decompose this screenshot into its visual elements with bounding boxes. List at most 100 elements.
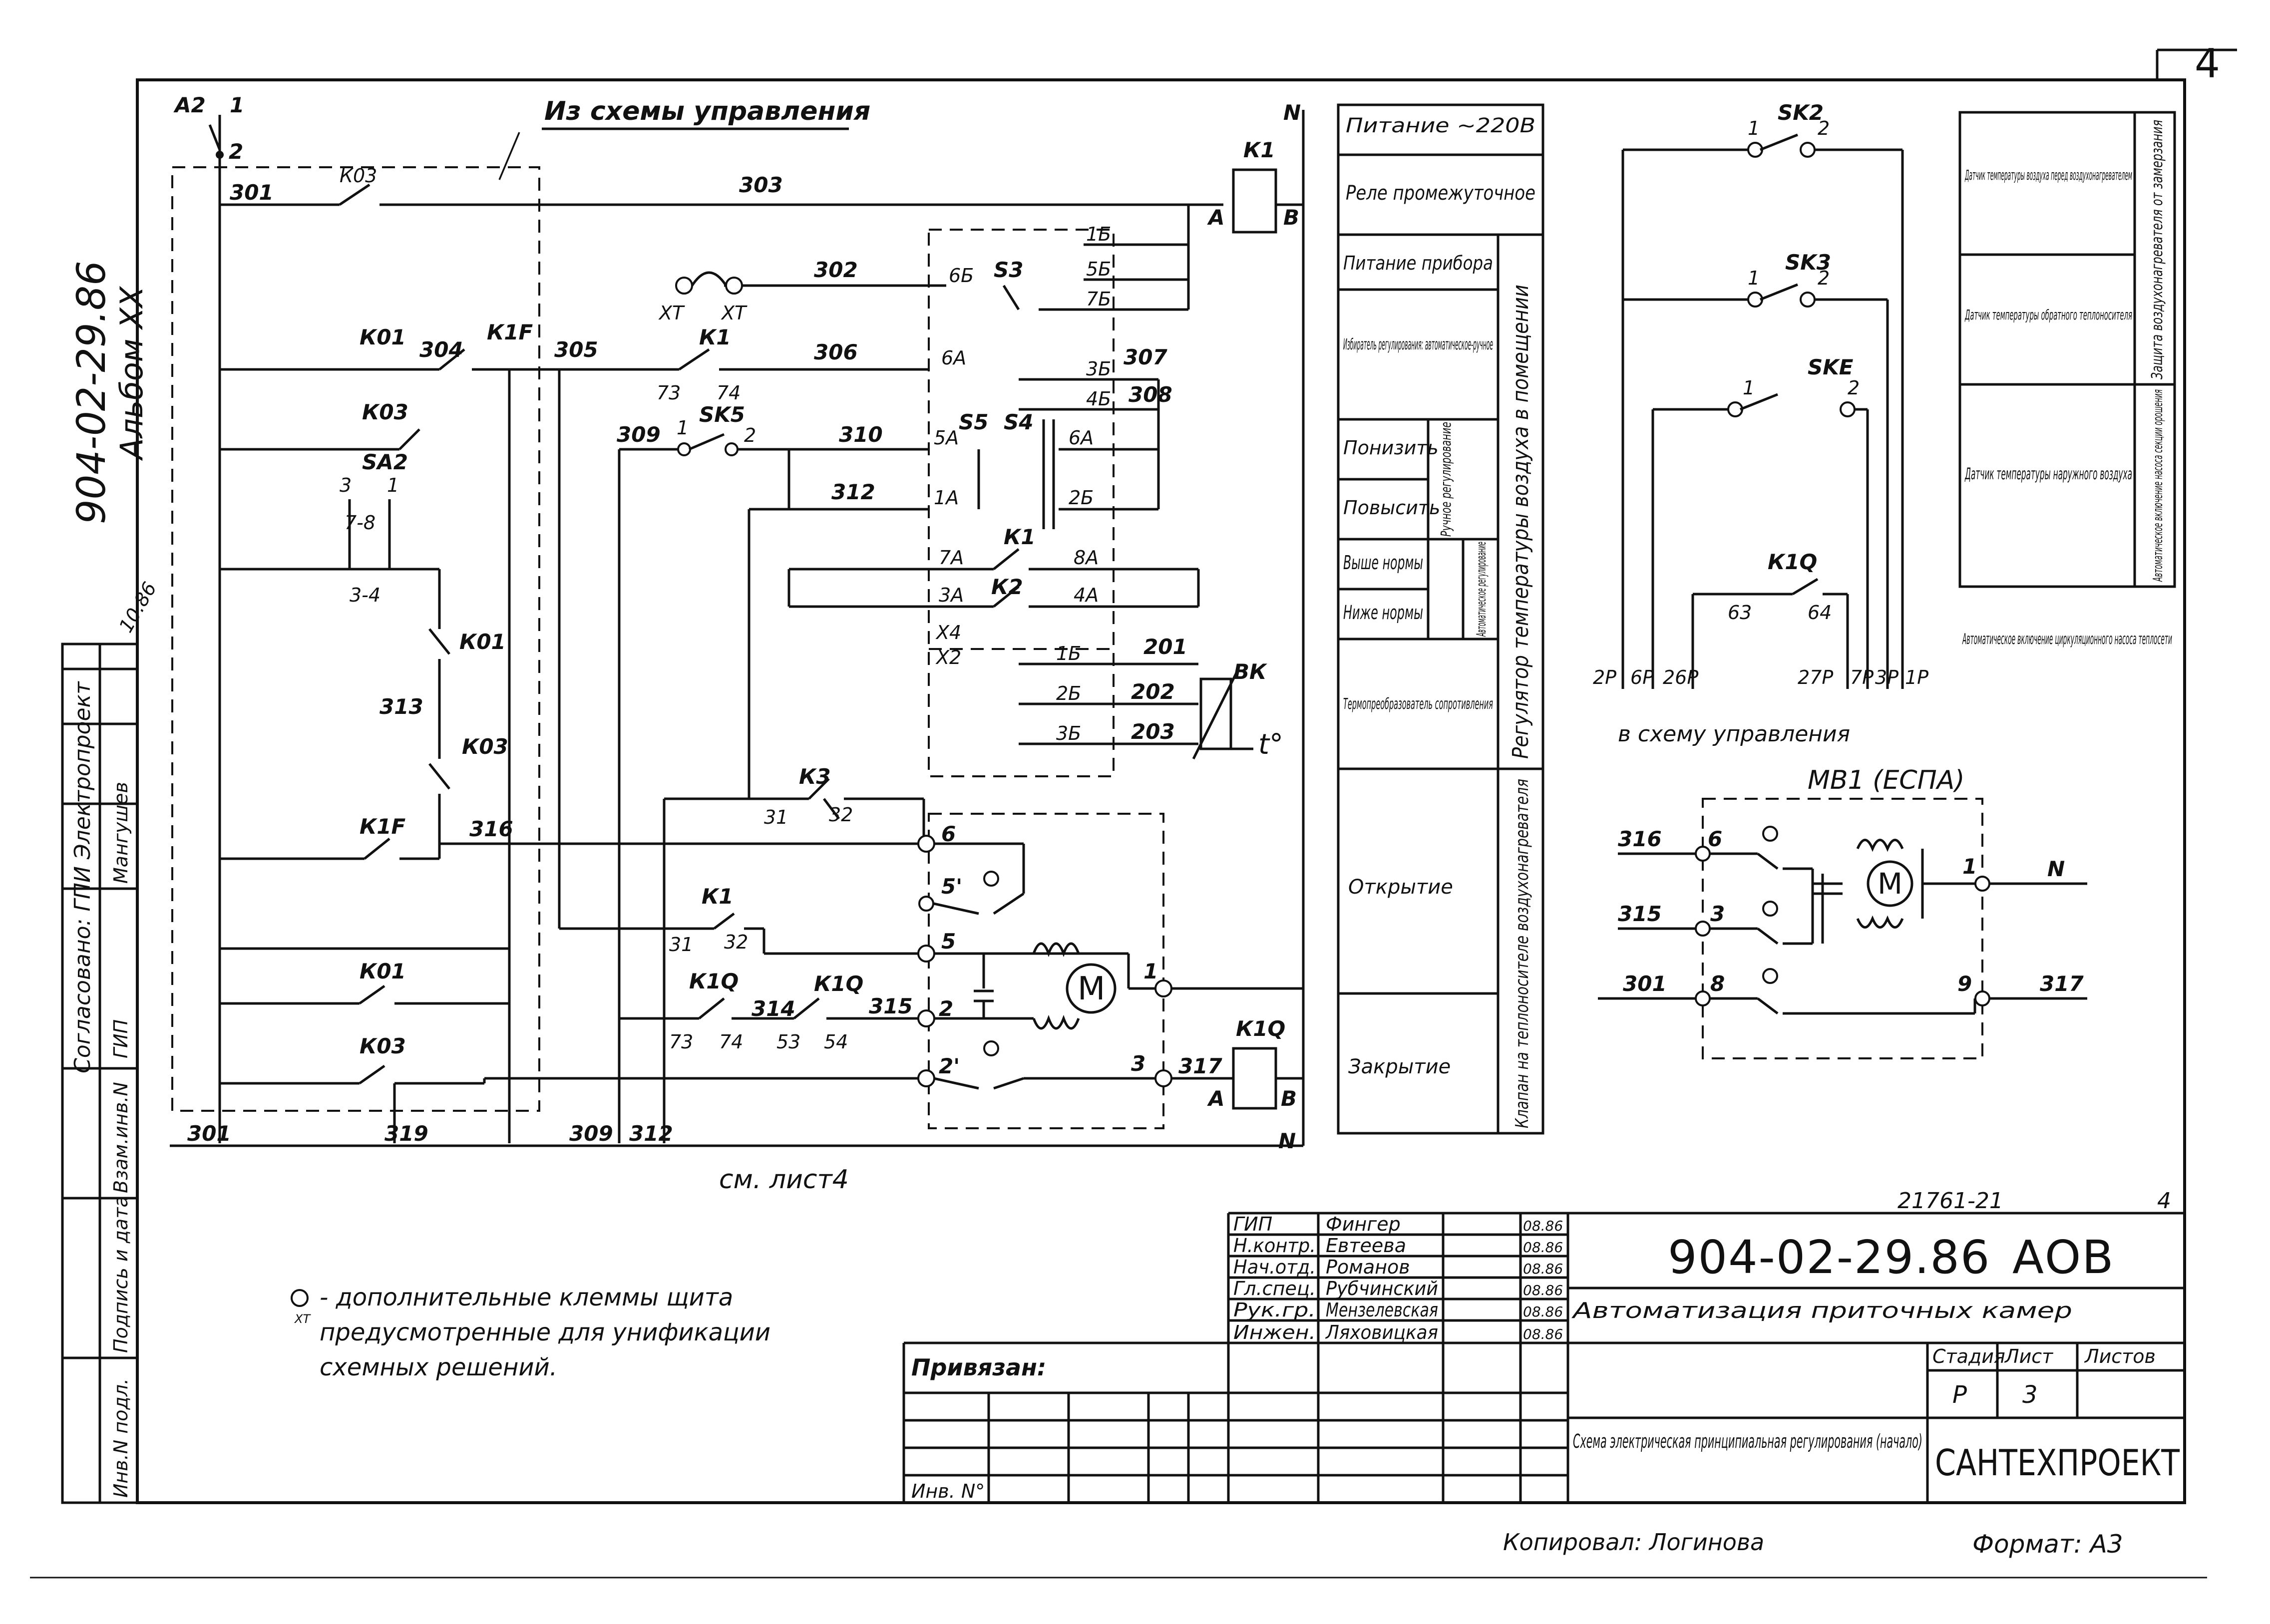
wire-309-bottom: 309 [569,1121,613,1146]
c73-bottom: 73 [669,1031,693,1053]
mb1-motor: М [1878,867,1902,901]
mb1-t1: 1 [1962,854,1977,879]
term-5b: 5Б [1086,258,1111,280]
wire-203: 203 [1131,719,1175,744]
sensor-side-auto: Автоматическое включение насоса секции о… [2151,389,2166,582]
mb1-t8: 8 [1710,972,1725,996]
mb1-t3: 3 [1710,902,1725,926]
term-7p: 7Р [1850,666,1874,688]
tb-name-1: Евтеева [1326,1235,1406,1257]
k1-contact-31: К1 [702,884,734,909]
sa2-c1: 1 [387,474,399,496]
sk5-c1: 1 [677,417,689,439]
k03-contact-bottom: К03 [360,1034,406,1058]
term-1b: 1Б [1086,223,1111,245]
wire-2: 2 [229,139,243,164]
note-line-0: - дополнительные клеммы щита [320,1284,733,1311]
wire-319: 319 [384,1121,428,1146]
sensor-t: t° [1258,728,1283,761]
ske-n2: 2 [1848,377,1860,399]
wire-308: 308 [1129,382,1172,407]
m-t21: 2' [939,1054,960,1078]
term-2b-312: 2Б [1069,487,1094,509]
title-block: 21761-21 4 ГИП Фингер 08.86 Н.контр. Евт… [902,1188,2185,1503]
mb1-actuator: МВ1 (ЕСПА) 316 6 315 3 М 1 N 301 [1598,765,2087,1059]
wire-316: 316 [469,817,513,841]
sensor-bk: ВК [1233,659,1268,684]
wire-303: 303 [739,173,783,197]
term-3b: 3Б [1086,358,1111,380]
mb1-w301: 301 [1623,972,1667,996]
term-8a: 8А [1074,547,1099,569]
term-1b-bk: 1Б [1056,643,1081,664]
tb-role-0: ГИП [1233,1213,1272,1235]
wire-307: 307 [1124,345,1167,369]
mb1-t9: 9 [1957,972,1972,996]
sa2-c34: 3-4 [350,584,380,606]
m-t51: 5' [941,874,962,899]
term-6a: 6А [1069,427,1094,449]
k01-contact: К01 [360,325,406,349]
tb-name-2: Романов [1326,1256,1410,1278]
mb1-t6: 6 [1708,827,1722,851]
sheet-number: 4 [2195,40,2220,87]
sensor-auto-pump: Автоматическое включение циркуляционного… [1962,631,2172,648]
m-t2: 2 [939,996,953,1021]
k1-c32: 32 [724,931,748,953]
tb-date-1: 08.86 [1523,1239,1563,1256]
tb-drawing-title: Схема электрическая принципиальная регул… [1573,1430,1922,1452]
tb-name-0: Фингер [1326,1213,1401,1235]
coil-k1q-b: В [1281,1086,1297,1111]
tb-role-5: Инжен. [1233,1321,1316,1343]
fn-group-valve: Клапан на теплоносителе воздухонагревате… [1512,779,1532,1128]
to-control-caption: в схему управления [1618,721,1850,747]
sheet-frames [30,48,2237,1579]
sensor-c64: 64 [1808,602,1832,624]
wire-a2: А2 [173,93,206,117]
note-block: ХТ - дополнительные клеммы щита предусмо… [291,1284,770,1381]
xt-left: ХТ [658,302,685,324]
m-t1: 1 [1143,959,1158,983]
sk2-n1: 1 [1748,117,1760,139]
term-2b-306: 6А [941,347,966,369]
term-27p: 27Р [1798,666,1833,688]
x4-label: Х4 [935,622,961,644]
sensor-panel: SK2 1 2 SK3 1 2 SKE 1 2 К1Q 63 64 2Р 6Р … [1593,100,2176,747]
wire-314: 314 [752,996,795,1021]
wire-309: 309 [617,422,661,447]
sk5-c2: 2 [744,424,756,446]
fn-row-5: Повысить [1343,497,1440,519]
main-schematic: А2 1 2 Из схемы управления N N 301 К03 3… [170,93,1305,1195]
coil-k1-b: В [1283,205,1299,230]
fn-row-3: Избиратель регулирования: автоматическое… [1343,336,1493,353]
wire-306: 306 [814,340,858,364]
term-26p: 26Р [1663,666,1698,688]
m-t6: 6 [941,822,956,846]
wire-1: 1 [230,93,244,117]
tb-section: АОВ [2012,1231,2114,1284]
term-2b-bk: 2Б [1056,682,1081,704]
wire-201: 201 [1143,635,1187,659]
fn-group-regulator: Регулятор температуры воздуха в помещени… [1508,285,1533,759]
side-code: 904-02-29.86 [69,261,114,524]
k01-contact-bottom: К01 [360,959,406,983]
sensor-k1q: К1Q [1768,550,1817,574]
motor-m-valve: М [1078,971,1105,1007]
side-code-block: 904-02-29.86 Альбом XX [69,261,150,524]
k3-c32: 32 [829,804,853,826]
sensor-ske: SKE [1808,355,1854,379]
sk5-label: SK5 [699,402,745,427]
tb-sheets-h: Листов [2084,1345,2156,1367]
tb-role-1: Н.контр. [1233,1235,1316,1257]
tb-stage: Р [1952,1381,1967,1409]
tb-sheet-h: Лист [2004,1345,2054,1367]
terminal-column-right: 1Б 5Б 7Б [1039,205,1190,311]
tb-role-2: Нач.отд. [1233,1256,1316,1278]
term-6b-left: 6Б [949,265,974,287]
coil-k1q: К1Q [1236,1016,1285,1041]
k03-label: К03 [362,400,408,424]
wire-301-bottom: 301 [187,1121,231,1146]
sa2-label: SA2 [362,450,408,474]
ske-n1: 1 [1743,377,1755,399]
term-1a: 1А [934,487,959,509]
